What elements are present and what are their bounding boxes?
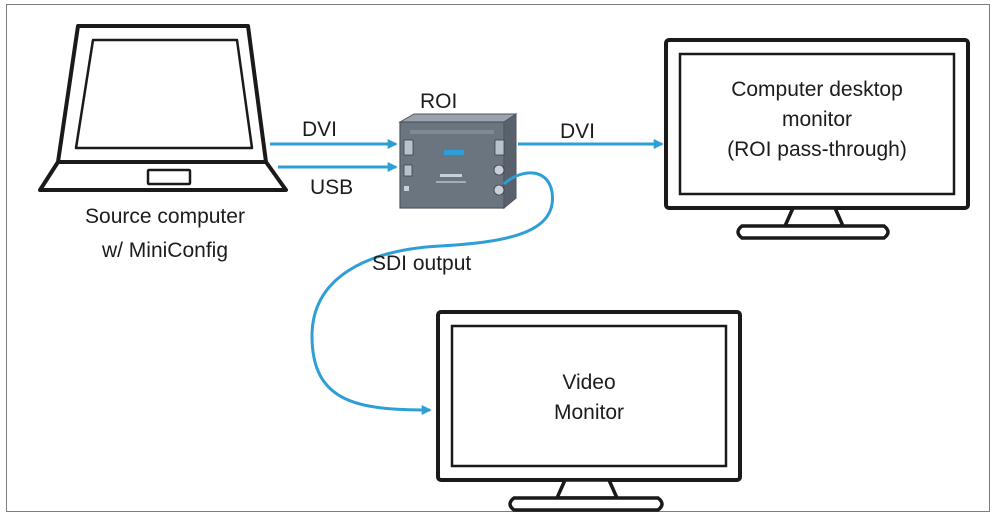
source-computer-label: Source computer w/ MiniConfig — [60, 203, 270, 264]
desktop-monitor-line1: Computer desktop — [731, 78, 903, 101]
desktop-monitor-line2: monitor — [781, 108, 853, 131]
desktop-monitor-label: Computer desktop monitor (ROI pass-throu… — [680, 76, 954, 163]
laptop-icon — [38, 24, 288, 192]
source-computer-line2: w/ MiniConfig — [101, 239, 229, 262]
usb-label: USB — [310, 176, 354, 199]
video-monitor-label: Video Monitor — [452, 369, 726, 426]
desktop-monitor-line3: (ROI pass-through) — [727, 138, 907, 161]
converter-box-icon — [398, 113, 518, 210]
monitor-icon — [664, 38, 970, 240]
dvi-output-label: DVI — [560, 120, 596, 143]
video-monitor-line1: Video — [562, 371, 616, 394]
sdi-output-label: SDI output — [372, 252, 472, 275]
source-computer-line1: Source computer — [85, 205, 245, 228]
roi-label: ROI — [420, 90, 458, 113]
dvi-input-label: DVI — [302, 118, 338, 141]
sdi-output-cable — [310, 171, 554, 415]
video-monitor-line2: Monitor — [553, 401, 625, 424]
monitor-icon — [436, 310, 742, 512]
